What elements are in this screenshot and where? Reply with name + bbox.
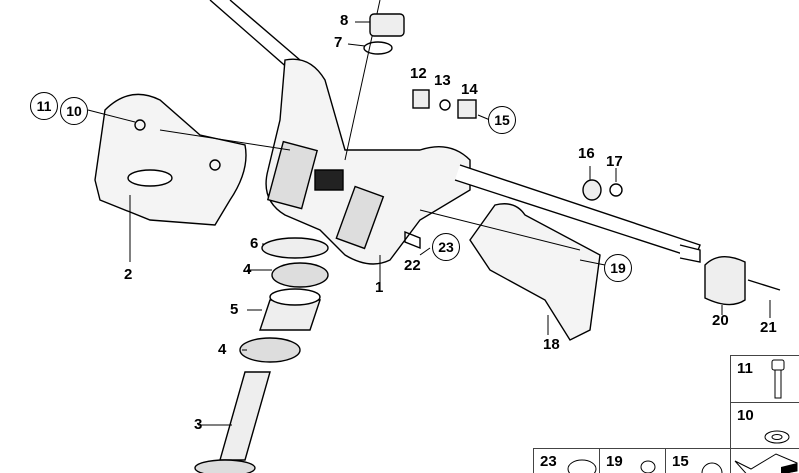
callout-12: 12: [410, 65, 427, 82]
washer-icon: [764, 430, 790, 444]
legend-label-19: 19: [606, 453, 623, 470]
plug-icon: [640, 460, 656, 473]
callout-10: 10: [60, 97, 88, 125]
legend-label-10: 10: [737, 407, 754, 424]
callout-3: 3: [194, 416, 203, 433]
legend-cell-19: 19: [599, 448, 667, 473]
callout-1: 1: [375, 279, 384, 296]
callout-18: 18: [543, 336, 560, 353]
legend-label-23: 23: [540, 453, 557, 470]
callout-14: 14: [461, 81, 478, 98]
callout-23: 23: [432, 233, 460, 261]
legend-cell-11: 11: [730, 355, 799, 404]
screw-icon: [771, 359, 785, 399]
callout-7: 7: [334, 34, 343, 51]
callout-11: 11: [30, 92, 58, 120]
callout-21: 21: [760, 319, 777, 336]
legend-cell-15: 15: [665, 448, 732, 473]
legend-cell-23: 23: [533, 448, 601, 473]
callout-2: 2: [124, 266, 133, 283]
callout-19: 19: [604, 254, 632, 282]
callout-15: 15: [488, 106, 516, 134]
callout-4b: 4: [218, 341, 227, 358]
callout-22: 22: [404, 257, 421, 274]
legend-cell-shim: [730, 448, 799, 473]
shim-icon: [734, 453, 798, 473]
callout-16: 16: [578, 145, 595, 162]
callout-4a: 4: [243, 261, 252, 278]
callout-8: 8: [340, 12, 349, 29]
legend-label-11: 11: [737, 360, 753, 377]
cap-icon: [567, 459, 597, 473]
callout-6: 6: [250, 235, 259, 252]
callout-5: 5: [230, 301, 239, 318]
callout-17: 17: [606, 153, 623, 170]
cap-icon: [701, 462, 723, 473]
callout-20: 20: [712, 312, 729, 329]
callout-13: 13: [434, 72, 451, 89]
legend-cell-10: 10: [730, 402, 799, 450]
legend-label-15: 15: [672, 453, 689, 470]
